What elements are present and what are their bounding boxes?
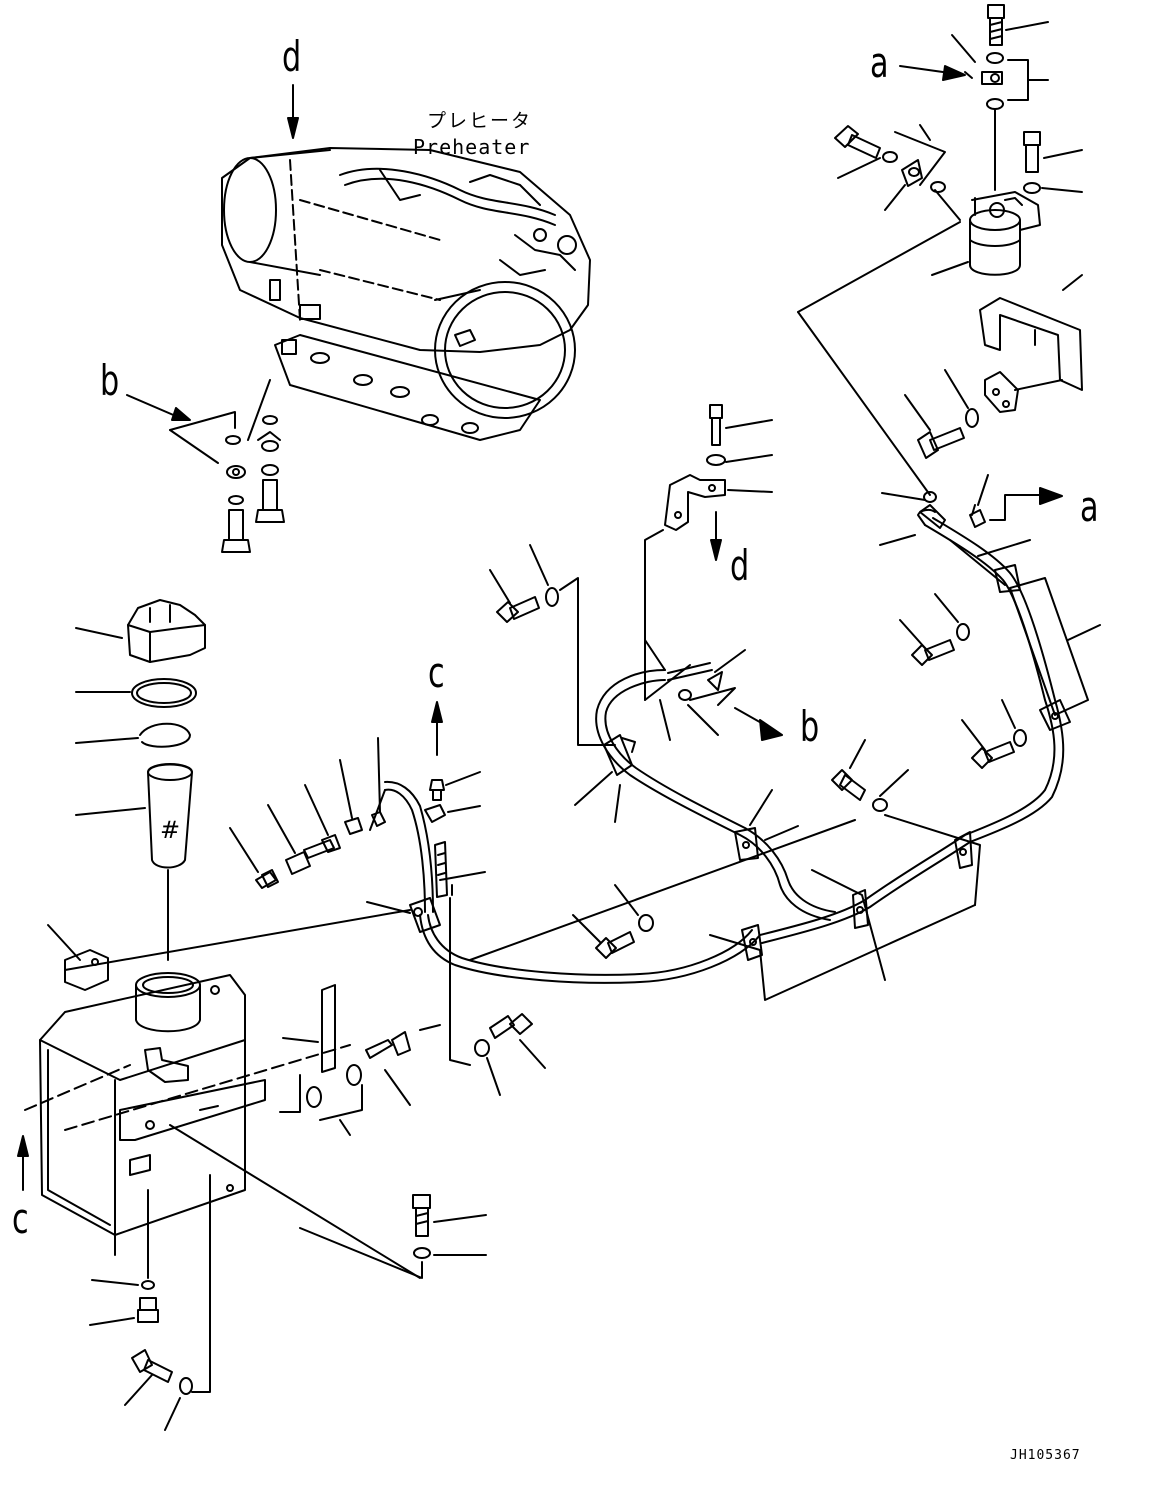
- d-arrow-top: [287, 84, 299, 139]
- preheater-engine-assembly: [221, 147, 591, 441]
- bolt-washer-group-2: [904, 369, 979, 459]
- callout-c-center: c: [428, 648, 445, 697]
- drain-plug: [89, 1189, 159, 1326]
- bottom-bolt-washer: [124, 1174, 211, 1431]
- harness-clamps: [409, 564, 1089, 961]
- preheater-label-english: Preheater: [413, 135, 531, 159]
- callout-c-left: c: [12, 1194, 29, 1243]
- bolt-washer-group-lower-center: [449, 884, 654, 1096]
- callout-a-right: a: [1080, 482, 1099, 531]
- callout-b-center: b: [800, 702, 820, 751]
- valve-fitting-chain: [64, 737, 411, 971]
- strap-assembly: [279, 984, 411, 1136]
- c-arrow-left: [17, 1064, 131, 1191]
- a-connector-right: [879, 474, 1063, 557]
- drawing-code: JH105367: [1010, 1448, 1081, 1463]
- relay-assembly: [931, 4, 1083, 413]
- svg-text:#: #: [160, 816, 180, 844]
- reservoir-tank: [39, 924, 266, 1256]
- callout-d-center: d: [730, 541, 750, 590]
- bolt-washer-group-center: [489, 544, 799, 841]
- callout-d-top: d: [282, 32, 302, 81]
- cap-assembly: #: [75, 599, 206, 961]
- c-arrow-center: [424, 701, 486, 881]
- b-washer-stack-left: [126, 379, 285, 553]
- preheater-label-japanese: プレヒータ: [427, 110, 533, 132]
- callout-b-left: b: [100, 356, 120, 405]
- bolt-washer-group-right-mid: [469, 593, 1101, 1001]
- callout-a-top: a: [870, 38, 889, 87]
- bracket-d-center: [644, 404, 773, 701]
- bolt-washer-bottom-center: [64, 1024, 487, 1279]
- leader-lines: [366, 639, 666, 914]
- a-arrow-top: [899, 65, 966, 81]
- bolt-washer-group-1: [797, 124, 961, 496]
